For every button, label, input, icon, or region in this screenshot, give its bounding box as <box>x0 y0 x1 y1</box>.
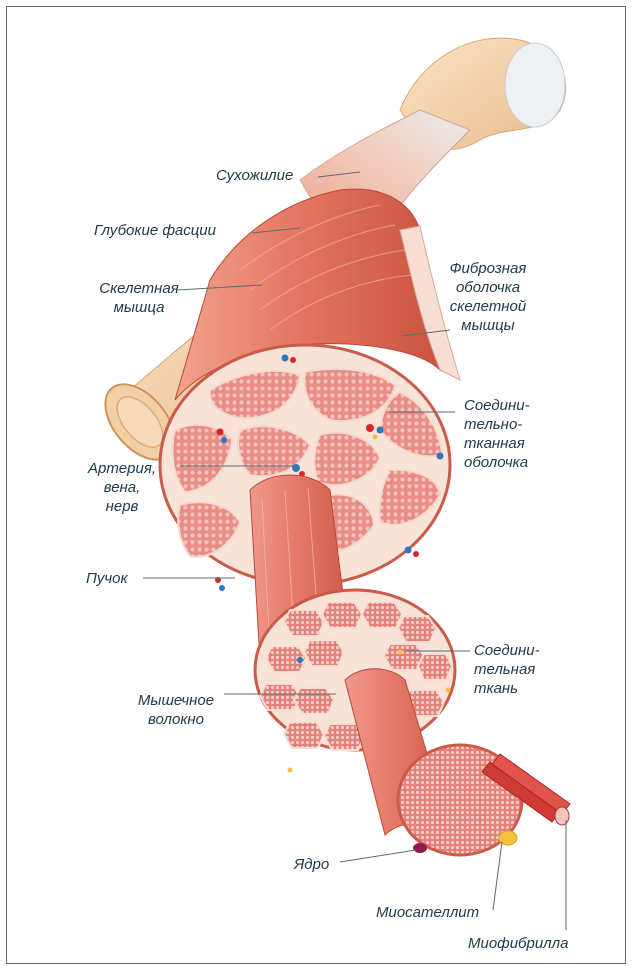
label-tendon: Сухожилие <box>216 166 293 185</box>
label-vessels: Артерия, вена, нерв <box>70 459 174 516</box>
label-fascicle: Пучок <box>86 569 128 588</box>
label-nucleus: Ядро <box>294 855 329 874</box>
label-myofibril: Миофибрилла <box>468 934 568 953</box>
label-deep-fascia: Глубокие фасции <box>94 221 216 240</box>
label-endomysium: Соедини- тельная ткань <box>474 641 540 698</box>
label-perimysium: Соедини- тельно- тканная оболочка <box>464 396 530 472</box>
label-satellite-cell: Миосателлит <box>376 903 479 922</box>
nucleus-mark <box>413 843 427 853</box>
label-skeletal-muscle: Скелетная мышца <box>96 279 182 317</box>
label-muscle-fiber: Мышечное волокно <box>126 691 226 729</box>
label-epimysium: Фиброзная оболочка скелетной мышцы <box>432 259 544 335</box>
